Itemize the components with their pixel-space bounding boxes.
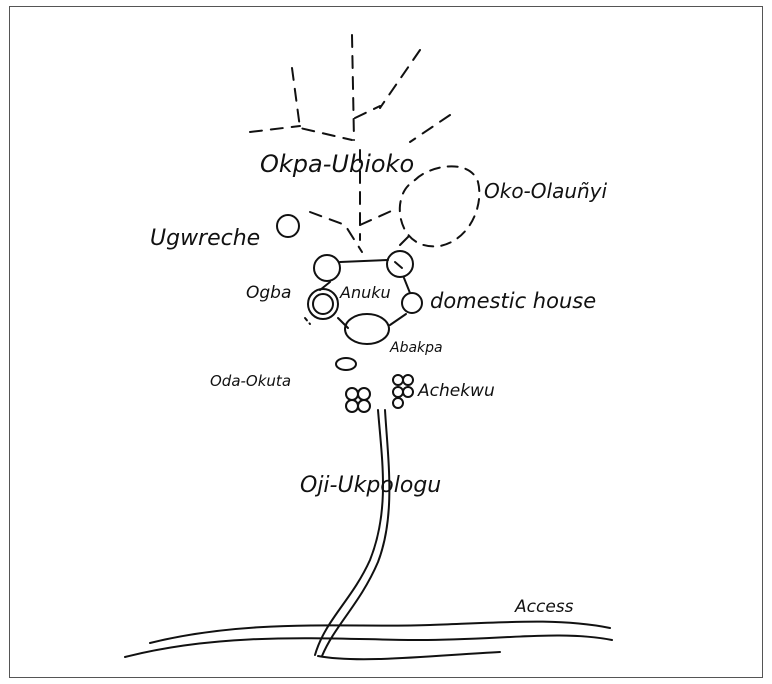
label-domestic-house: domestic house [430,289,596,313]
label-anuku: Anuku [339,283,391,302]
label-oko-olaunyi: Oko-Olauñyi [484,179,608,203]
label-oda-okuta: Oda-Okuta [210,372,291,390]
label-ugwreche: Ugwreche [150,226,260,251]
achekwu-cluster [346,375,413,412]
oko-olaunyi-boundary [400,166,480,246]
oda-okuta-hut [336,358,356,370]
label-abakpa: Abakpa [389,340,443,356]
label-oji-ukpologu: Oji-Ukpologu [300,473,441,498]
access-path [315,410,389,656]
access-road [125,622,612,660]
label-okpa-ubioko: Okpa-Ubioko [260,150,414,178]
ugwreche-hut [277,215,299,237]
label-access: Access [514,597,574,617]
label-achekwu: Achekwu [417,381,495,401]
label-ogba: Ogba [246,283,291,303]
